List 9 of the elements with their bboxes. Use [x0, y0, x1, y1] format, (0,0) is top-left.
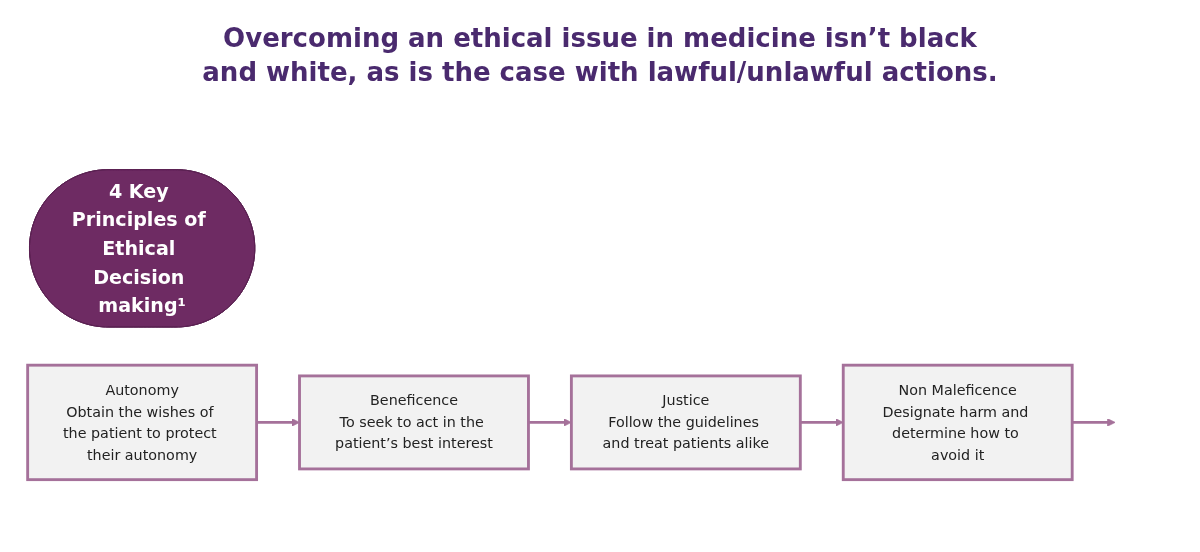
arrow — [1072, 418, 1116, 427]
heading: Overcoming an ethical issue in medicine isn’t black and white, as is the case with lawful/unlawful actions. — [201, 22, 999, 89]
node-box: Non Maleficence Designate harm and determine how to avoid it — [841, 363, 1074, 482]
arrow — [528, 418, 572, 427]
node-box: Beneficence To seek to act in the patient’s best interest — [298, 374, 530, 471]
arrow — [256, 418, 300, 427]
arrow — [800, 418, 844, 427]
node-box: Justice Follow the guidelines and treat patients alike — [569, 374, 802, 471]
node-box: Autonomy Obtain the wishes of the patient to protect their autonomy — [26, 363, 258, 482]
